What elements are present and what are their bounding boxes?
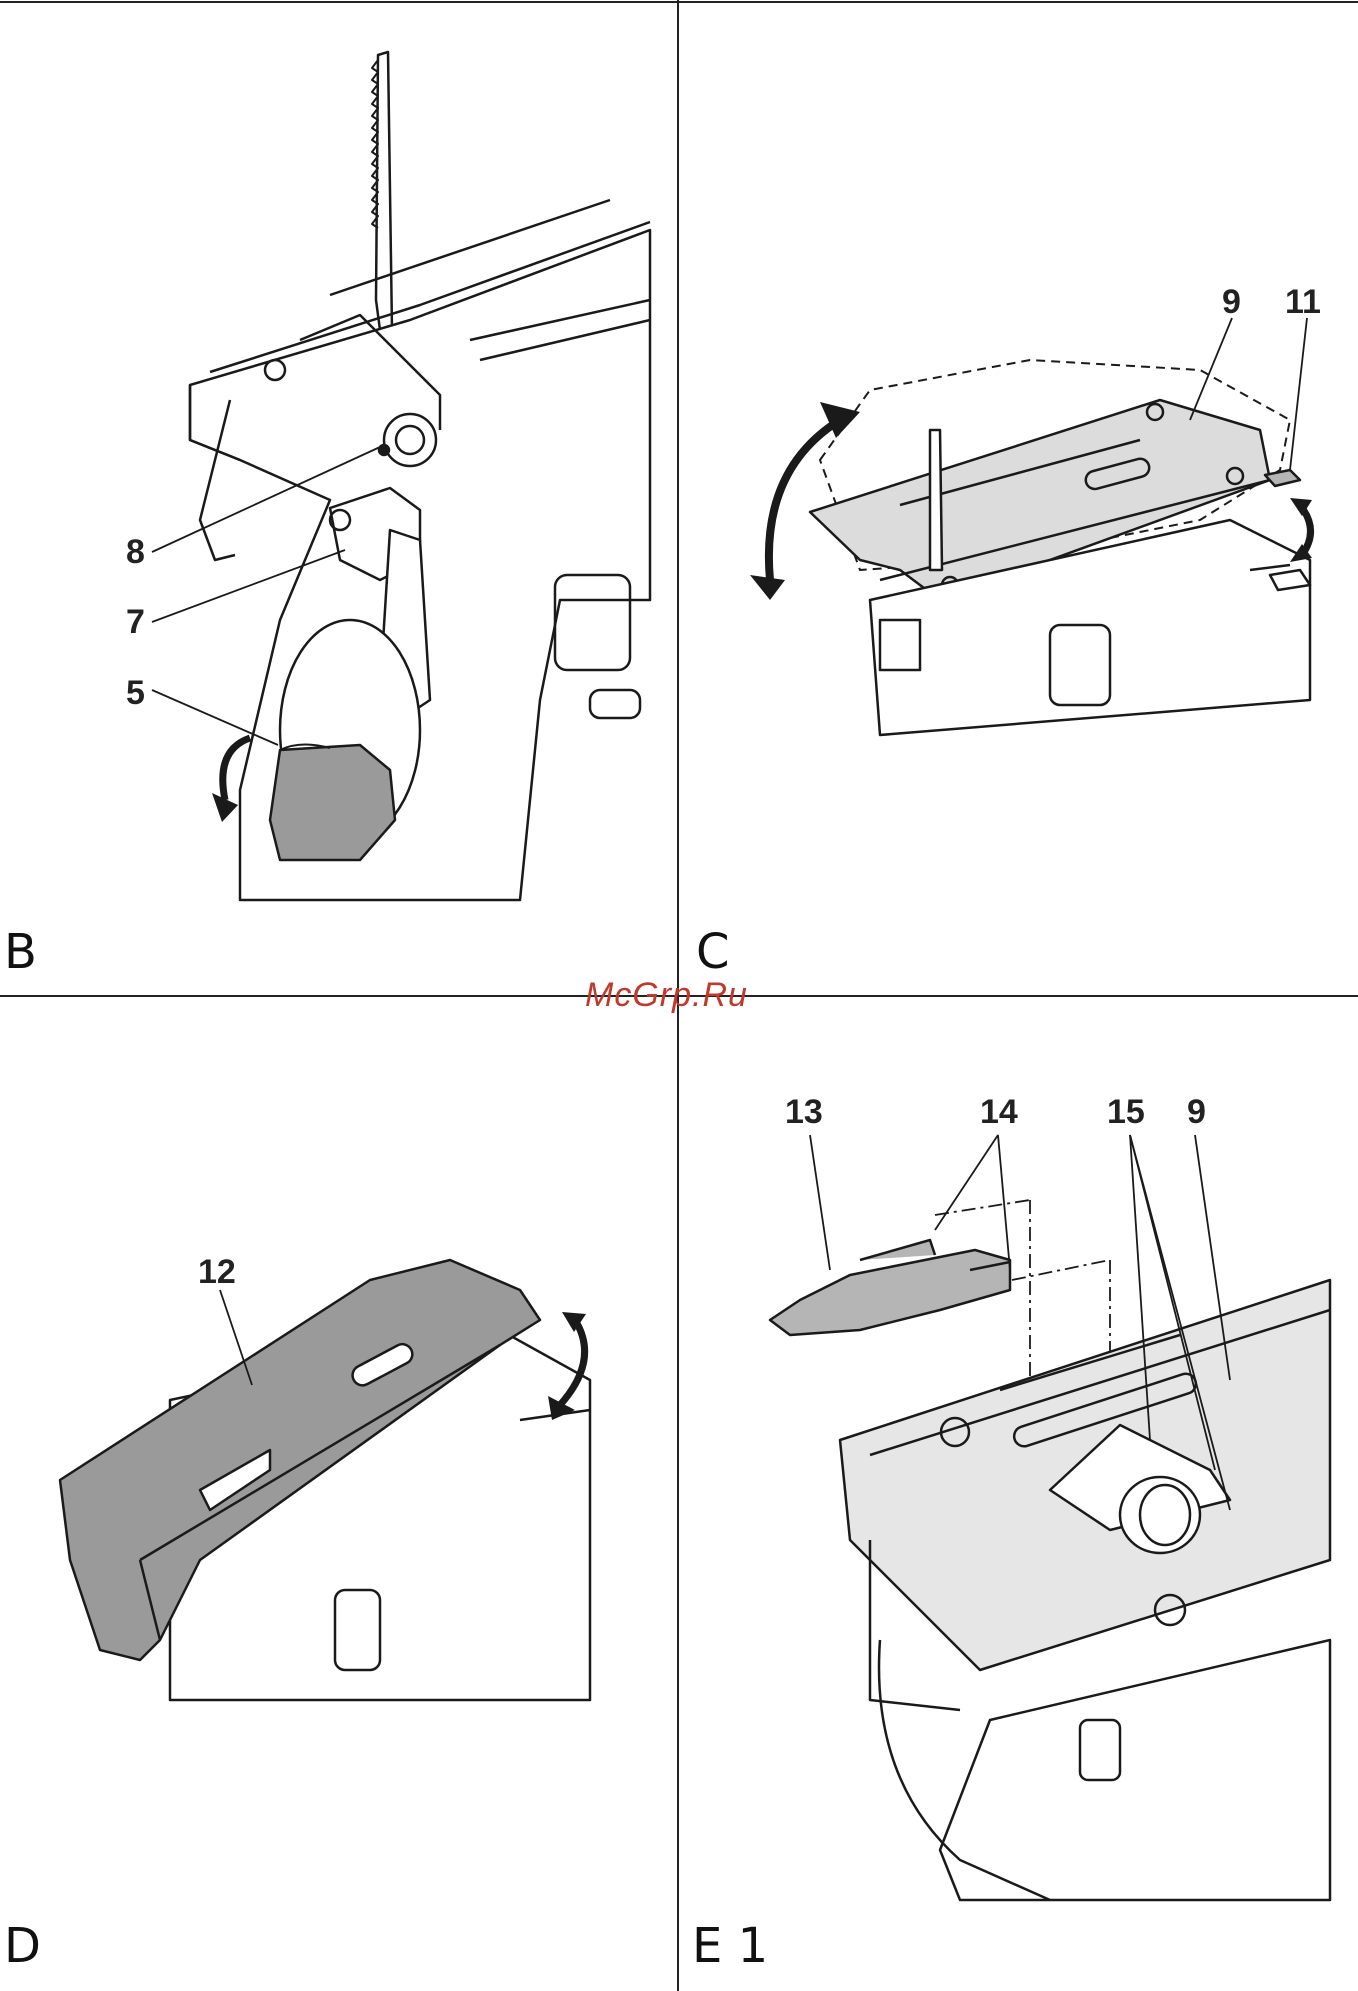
panel-label-c: C — [696, 928, 730, 976]
panel-e1-illustration — [770, 1135, 1330, 1900]
callout-8: 8 — [126, 535, 145, 569]
panel-d-illustration — [60, 1260, 590, 1700]
callout-11: 11 — [1285, 285, 1321, 319]
panel-b-illustration — [152, 52, 650, 900]
panel-label-b: B — [4, 928, 37, 976]
callout-5: 5 — [126, 676, 145, 710]
callout-9-e1: 9 — [1187, 1095, 1206, 1129]
callout-14: 14 — [980, 1095, 1018, 1129]
tilt-arrow-left — [769, 420, 840, 580]
guide-roller — [1120, 1477, 1200, 1553]
splinter-guard-insert — [770, 1240, 1010, 1335]
callout-7: 7 — [126, 605, 145, 639]
panel-label-e1: E 1 — [692, 1922, 768, 1970]
callout-15: 15 — [1107, 1095, 1145, 1129]
watermark-text: McGrp.Ru — [585, 978, 748, 1012]
panel-c-illustration — [750, 318, 1312, 735]
callout-12: 12 — [198, 1255, 236, 1289]
panel-label-d: D — [4, 1922, 41, 1970]
callout-13: 13 — [785, 1095, 823, 1129]
callout-9: 9 — [1222, 285, 1241, 319]
base-plate-e1 — [840, 1280, 1330, 1670]
